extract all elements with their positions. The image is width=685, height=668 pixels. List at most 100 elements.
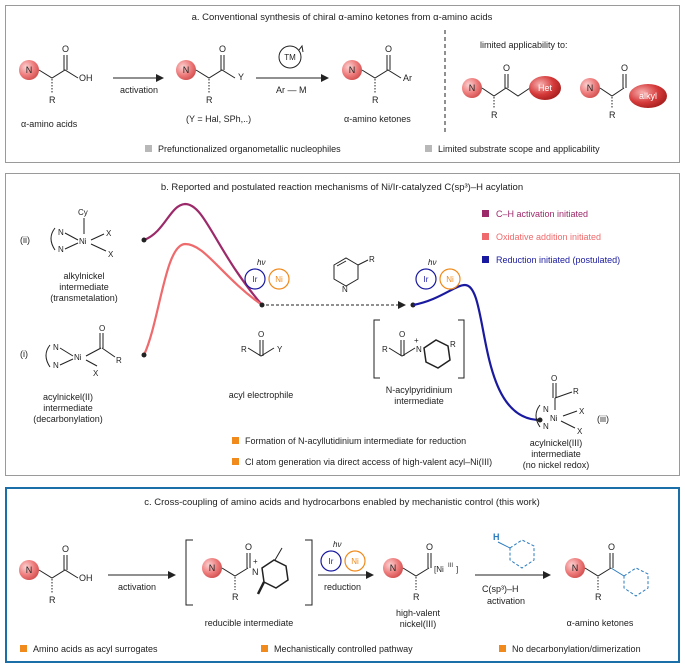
svg-text:O: O	[219, 44, 226, 54]
svg-text:O: O	[62, 44, 69, 54]
svg-text:N: N	[252, 567, 259, 577]
alkyl-ketone-structure: N O R alkyl	[580, 63, 667, 120]
reducible-intermediate-structure: N O R N +	[185, 539, 313, 606]
high-valent-label-2: nickel(III)	[400, 619, 437, 629]
svg-text:R: R	[369, 255, 375, 264]
svg-text:O: O	[245, 542, 252, 552]
orange-bullet-c2	[261, 645, 268, 652]
orange-bullet-c1	[20, 645, 27, 652]
svg-text:N: N	[209, 563, 216, 573]
svg-text:R: R	[241, 345, 247, 354]
svg-text:R: R	[573, 387, 579, 396]
svg-text:Ni: Ni	[275, 275, 283, 284]
curve-merge-point	[259, 302, 265, 308]
svg-text:Het: Het	[538, 83, 553, 93]
svg-text:N: N	[58, 245, 64, 254]
svg-text:X: X	[93, 369, 99, 378]
svg-text:Ar: Ar	[403, 73, 412, 83]
legend-swatch-red	[482, 256, 489, 263]
svg-text:N: N	[26, 565, 33, 575]
svg-text:(ii): (ii)	[20, 235, 30, 245]
panel-a-title: a. Conventional synthesis of chiral α-am…	[192, 12, 493, 23]
activation-label-a: activation	[120, 85, 158, 95]
svg-text:X: X	[106, 229, 112, 238]
svg-text:+: +	[253, 557, 258, 566]
svg-text:R: R	[595, 592, 602, 602]
pyridine-structure: N R	[333, 255, 375, 294]
orange-bullet-c3	[499, 645, 506, 652]
csp3-label-1: C(sp³)–H	[482, 584, 519, 594]
svg-text:Cy: Cy	[78, 208, 88, 217]
svg-text:O: O	[608, 542, 615, 552]
svg-text:O: O	[621, 63, 628, 73]
amino-ketone-product-c: N O R	[565, 542, 649, 602]
high-valent-label-1: high-valent	[396, 608, 441, 618]
svg-text:R: R	[491, 110, 498, 120]
svg-text:III: III	[448, 563, 453, 569]
gray-bullet-right	[425, 145, 432, 152]
svg-text:Ni: Ni	[446, 275, 454, 284]
acylnickel2-label-2: intermediate	[43, 403, 93, 413]
svg-text:O: O	[385, 44, 392, 54]
svg-text:Ir: Ir	[253, 275, 258, 284]
legend-label-ox: Oxidative addition initiated	[496, 232, 601, 242]
acylnickel3-label-2: intermediate	[531, 449, 581, 459]
alkylnickel-label-3: (transmetalation)	[50, 293, 118, 303]
svg-text:N: N	[26, 65, 33, 75]
svg-text:N: N	[572, 563, 579, 573]
ch-activation-curve	[143, 202, 263, 306]
alkylnickel-label-1: alkylnickel	[63, 271, 104, 281]
tm-catalyst: TM	[278, 44, 304, 69]
svg-text:R: R	[49, 95, 56, 105]
svg-text:(i): (i)	[20, 349, 28, 359]
legend-swatch-ch	[482, 210, 489, 217]
svg-text:O: O	[258, 330, 264, 339]
amino-ketone-structure-a: N O Ar R	[342, 44, 412, 105]
acylnickel3-structure: O R N N Ni X X (iii)	[535, 374, 609, 436]
limited-label: limited applicability to:	[480, 40, 568, 50]
svg-text:OH: OH	[79, 573, 93, 583]
svg-text:R: R	[413, 592, 420, 602]
svg-text:H: H	[493, 532, 500, 542]
svg-text:[Ni: [Ni	[434, 565, 444, 574]
amino-acid-structure-c: N O OH R	[19, 544, 93, 605]
bullet-c3: No decarbonylation/dimerization	[512, 644, 641, 654]
svg-text:N: N	[543, 405, 549, 414]
svg-text:hν: hν	[428, 258, 436, 267]
svg-text:N: N	[349, 65, 356, 75]
svg-text:X: X	[108, 250, 114, 259]
svg-text:Ni: Ni	[351, 557, 359, 566]
acylnickel2-structure: (i) N N Ni O R X	[20, 324, 122, 378]
svg-text:]: ]	[456, 565, 458, 574]
acyl-electrophile-structure: R O Y	[241, 330, 283, 357]
svg-text:O: O	[426, 542, 433, 552]
reduction-label: reduction	[324, 582, 361, 592]
panel-b-title: b. Reported and postulated reaction mech…	[161, 182, 523, 193]
acylnickel2-label-1: acylnickel(II)	[43, 392, 93, 402]
svg-text:N: N	[342, 285, 348, 294]
svg-text:+: +	[414, 336, 419, 345]
svg-text:N: N	[390, 563, 397, 573]
reduction-curve	[412, 283, 541, 422]
ir-ni-catalysts-left: Ir hν Ni	[244, 258, 290, 290]
svg-text:X: X	[577, 427, 583, 436]
svg-text:hν: hν	[333, 540, 341, 549]
svg-text:N: N	[53, 343, 59, 352]
svg-text:R: R	[206, 95, 213, 105]
svg-text:alkyl: alkyl	[639, 91, 657, 101]
svg-text:(iii): (iii)	[597, 414, 609, 424]
svg-text:Ni: Ni	[74, 353, 82, 362]
acylnickel2-label-3: (decarbonylation)	[33, 414, 103, 424]
amino-ketones-label-a: α-amino ketones	[344, 114, 411, 124]
svg-text:OH: OH	[79, 73, 93, 83]
acylpyridinium-label-2: intermediate	[394, 396, 444, 406]
svg-text:N: N	[183, 65, 190, 75]
orange-bullet-b1	[232, 437, 239, 444]
acylpyridinium-label-1: N-acylpyridinium	[386, 385, 453, 395]
curve-start-i	[141, 352, 147, 358]
legend-label-red: Reduction initiated (postulated)	[496, 255, 620, 265]
svg-text:Ni: Ni	[550, 414, 558, 423]
activated-acyl-structure: N O Y R	[176, 44, 244, 105]
bullet-b1: Formation of N-acyllutidinium intermedia…	[245, 436, 466, 446]
